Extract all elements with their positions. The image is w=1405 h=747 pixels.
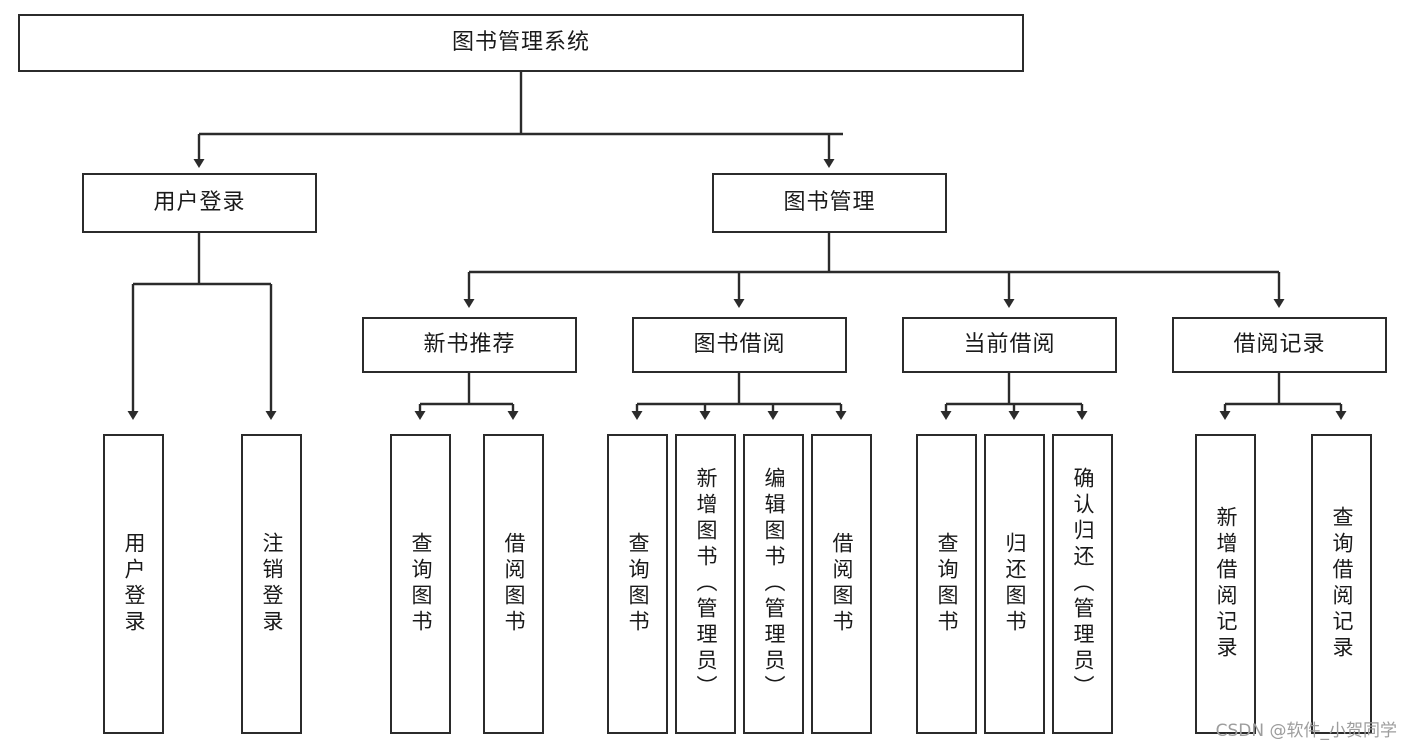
node-label: 当前借阅 (963, 332, 1056, 358)
node-label: 新增图书（管理员） (694, 467, 718, 701)
node-book-management[interactable]: 图书管理 (712, 173, 947, 233)
node-label: 图书管理 (783, 190, 876, 216)
node-user-login[interactable]: 用户登录 (82, 173, 317, 233)
node-label: 借阅图书 (830, 532, 854, 636)
node-label: 图书管理系统 (451, 30, 590, 56)
node-label: 查询图书 (409, 532, 433, 636)
leaf-query-book-recommend[interactable]: 查询图书 (390, 434, 451, 734)
node-label: 借阅记录 (1233, 332, 1326, 358)
node-label: 确认归还（管理员） (1071, 467, 1095, 701)
node-borrow-record[interactable]: 借阅记录 (1172, 317, 1387, 373)
leaf-edit-book-admin[interactable]: 编辑图书（管理员） (743, 434, 804, 734)
leaf-confirm-return-admin[interactable]: 确认归还（管理员） (1052, 434, 1113, 734)
leaf-query-borrow-record[interactable]: 查询借阅记录 (1311, 434, 1372, 734)
leaf-query-book-borrow[interactable]: 查询图书 (607, 434, 668, 734)
node-label: 查询借阅记录 (1330, 506, 1354, 662)
leaf-user-logout[interactable]: 注销登录 (241, 434, 302, 734)
node-label: 编辑图书（管理员） (762, 467, 786, 701)
node-label: 归还图书 (1003, 532, 1027, 636)
leaf-add-borrow-record[interactable]: 新增借阅记录 (1195, 434, 1256, 734)
node-label: 新增借阅记录 (1214, 506, 1238, 662)
leaf-borrow-book-recommend[interactable]: 借阅图书 (483, 434, 544, 734)
node-root-book-management-system[interactable]: 图书管理系统 (18, 14, 1024, 72)
node-label: 图书借阅 (693, 332, 786, 358)
node-label: 查询图书 (935, 532, 959, 636)
node-book-borrow[interactable]: 图书借阅 (632, 317, 847, 373)
leaf-borrow-book[interactable]: 借阅图书 (811, 434, 872, 734)
leaf-query-book-current[interactable]: 查询图书 (916, 434, 977, 734)
node-label: 注销登录 (260, 532, 284, 636)
node-label: 新书推荐 (423, 332, 516, 358)
csdn-watermark: CSDN @软件_小贺同学 (1215, 721, 1397, 741)
node-label: 用户登录 (153, 190, 246, 216)
node-new-book-recommend[interactable]: 新书推荐 (362, 317, 577, 373)
leaf-user-login[interactable]: 用户登录 (103, 434, 164, 734)
leaf-return-book[interactable]: 归还图书 (984, 434, 1045, 734)
node-current-borrow[interactable]: 当前借阅 (902, 317, 1117, 373)
node-label: 查询图书 (626, 532, 650, 636)
node-label: 借阅图书 (502, 532, 526, 636)
node-label: 用户登录 (122, 532, 146, 636)
leaf-add-book-admin[interactable]: 新增图书（管理员） (675, 434, 736, 734)
